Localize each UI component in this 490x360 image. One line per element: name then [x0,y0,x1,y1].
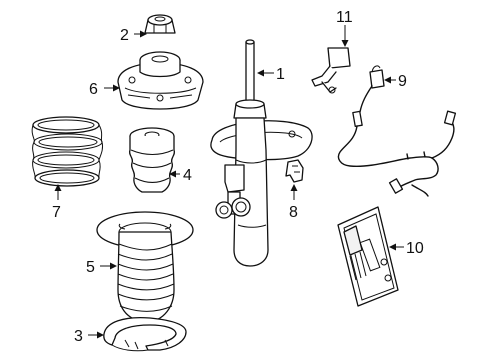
callout-6: 6 [89,81,98,98]
callout-numbers: 2 6 1 4 7 8 11 9 10 5 3 [52,9,424,345]
callout-4: 4 [183,167,192,184]
spring-isolator [103,316,187,352]
top-nut [144,14,176,34]
bump-stop [128,127,176,193]
dust-boot [96,211,194,323]
coil-spring [31,116,104,187]
callout-leaders [54,25,404,339]
callout-3: 3 [74,328,83,345]
callout-11: 11 [336,9,353,26]
callout-5: 5 [86,259,95,276]
strut-mount [117,51,204,110]
height-sensor [311,47,351,94]
strut-assembly [210,39,313,267]
callout-2: 2 [120,27,129,44]
clip-bracket [285,159,304,183]
callout-10: 10 [406,240,424,257]
control-module [337,206,399,307]
callout-9: 9 [398,73,407,90]
callout-7: 7 [52,204,61,221]
callout-1: 1 [276,66,285,83]
callout-8: 8 [289,204,298,221]
wire-harness [337,65,457,197]
